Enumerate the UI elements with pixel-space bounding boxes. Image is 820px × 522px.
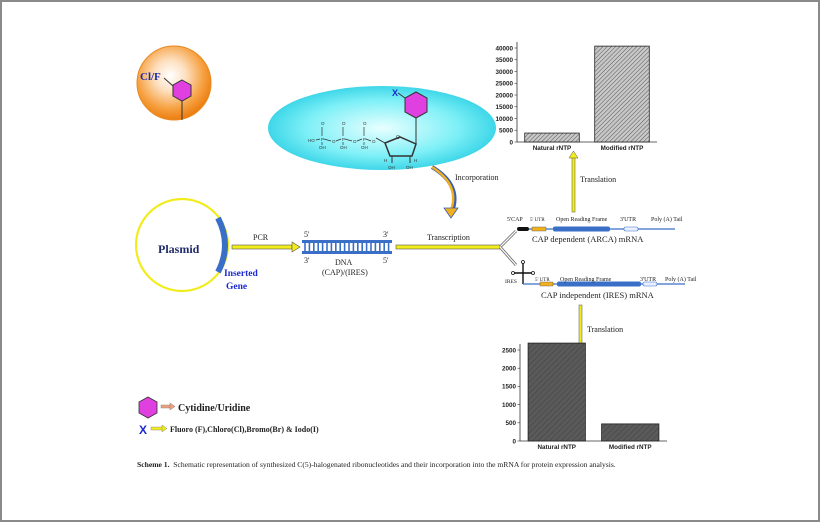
y-tick-label: 25000 [495, 81, 513, 88]
y-tick-label: 35000 [495, 57, 513, 64]
y-tick-label: 1500 [502, 384, 517, 391]
cap-5prime-label: 5'CAP [507, 217, 523, 223]
transcription-label: Transcription [427, 233, 470, 242]
hexagon-icon [172, 79, 192, 102]
inserted-gene-label-2: Gene [226, 282, 247, 292]
plasmid: Plasmid Inserted Gene [134, 197, 258, 293]
y-tick-label: 5000 [499, 128, 514, 135]
y-tick-label: 2000 [502, 366, 517, 373]
pcr-arrow: PCR [231, 233, 301, 253]
x-tick-label: Natural rNTP [538, 444, 577, 451]
ires-utr3-label: 3'UTR [640, 277, 656, 283]
cap-utr5-label: 5' UTR [530, 218, 545, 223]
legend-x-arrow-icon [150, 424, 168, 433]
cap-dependent-mrna: 5'CAP 5' UTR Open Reading Frame 3'UTR Po… [507, 216, 683, 244]
cap-independent-title: CAP independent (IRES) mRNA [541, 290, 655, 300]
dna-label: DNA [335, 258, 353, 267]
y-tick-label: 0 [512, 438, 516, 445]
ires-label: IRES [505, 279, 517, 285]
caption-label: Scheme 1. [137, 460, 170, 469]
svg-text:OH: OH [406, 165, 413, 170]
svg-text:O: O [396, 135, 400, 141]
nucleotide-oval: X O H H OH OH HO P O OH O P O OH O P O OH O [268, 86, 496, 170]
svg-text:OH: OH [361, 145, 368, 150]
y-tick-label: 0 [509, 139, 513, 146]
ires-mrna: IRES 5' UTR Open Reading Frame 3'UTR Pol… [505, 260, 697, 300]
ires-utr5-label: 5' UTR [535, 278, 550, 283]
caption-text: Schematic representation of synthesized … [173, 460, 616, 469]
y-tick-label: 20000 [495, 92, 513, 99]
svg-text:P: P [363, 137, 366, 142]
translation-label-top: Translation [580, 175, 616, 184]
transcription-arrow: Transcription [395, 229, 518, 266]
svg-text:H: H [384, 158, 387, 163]
nucleobase-hexagon-icon [404, 91, 428, 119]
halogenated-base-ball: Cl/F [136, 45, 212, 121]
svg-text:P: P [321, 137, 324, 142]
legend-x-symbol: X [139, 423, 147, 437]
svg-text:O: O [342, 121, 346, 126]
dna-ladder: 5' 3' 3' 5' DNA (CAP)/(IRES) [302, 230, 392, 277]
cap-dependent-title: CAP dependent (ARCA) mRNA [532, 234, 644, 244]
ires-polya-label: Poly (A) Tail [665, 276, 697, 283]
svg-text:O: O [363, 121, 367, 126]
svg-text:H: H [414, 158, 417, 163]
svg-text:O: O [353, 139, 357, 144]
ires-orf-label: Open Reading Frame [560, 277, 612, 283]
svg-text:O: O [372, 139, 376, 144]
svg-text:P: P [342, 137, 345, 142]
legend-x-label: Fluoro (F),Chloro(Cl),Bromo(Br) & Iodo(I… [170, 425, 319, 434]
legend-hexagon-label: Cytidine/Uridine [178, 403, 251, 414]
svg-text:OH: OH [319, 145, 326, 150]
x-tick-label: Modified rNTP [609, 444, 652, 451]
y-tick-label: 40000 [495, 45, 513, 52]
figure-caption: Scheme 1. Schematic representation of sy… [137, 460, 777, 469]
dna-5prime-bottom: 5' [383, 256, 389, 265]
y-tick-label: 10000 [495, 116, 513, 123]
cap-utr3-label: 3'UTR [620, 217, 636, 223]
y-tick-label: 1000 [502, 402, 517, 409]
legend: Cytidine/Uridine X Fluoro (F),Chloro(Cl)… [138, 396, 319, 437]
dna-cap-ires-label: (CAP)/(IRES) [322, 268, 368, 277]
dna-3prime-top: 3' [383, 230, 389, 239]
cap-polya-label: Poly (A) Tail [651, 216, 683, 223]
svg-text:HO: HO [308, 138, 315, 143]
x-substituent-label: X [392, 88, 398, 98]
pcr-label: PCR [253, 233, 269, 242]
x-tick-label: Natural rNTP [533, 145, 572, 152]
bar-chart-cap-dependent: 0 5000 10000 15000 20000 25000 30000 35000 40000… [495, 42, 657, 152]
x-tick-label: Modified rNTP [601, 145, 644, 152]
y-tick-label: 30000 [495, 69, 513, 76]
dna-3prime-bottom: 3' [304, 256, 310, 265]
svg-text:OH: OH [388, 165, 395, 170]
bar-modified-rntp [594, 45, 650, 143]
translation-arrow-up: Translation [568, 150, 616, 213]
y-tick-label: 500 [505, 420, 516, 427]
translation-label-bottom: Translation [587, 325, 623, 334]
y-tick-label: 15000 [495, 104, 513, 111]
plasmid-label: Plasmid [158, 242, 200, 256]
bar-modified-rntp [601, 423, 660, 442]
y-tick-label: 2500 [502, 347, 517, 354]
cap-orf-label: Open Reading Frame [556, 217, 608, 223]
inserted-gene-label-1: Inserted [224, 269, 258, 279]
halogen-label: Cl/F [140, 71, 161, 83]
bar-natural-rntp [524, 132, 580, 143]
legend-arrow-icon [160, 402, 176, 411]
dna-5prime-top: 5' [304, 230, 310, 239]
svg-text:OH: OH [340, 145, 347, 150]
bar-natural-rntp [527, 342, 586, 442]
legend-hexagon-icon [138, 396, 158, 419]
incorporation-arrow: Incorporation [430, 165, 499, 219]
svg-text:O: O [321, 121, 325, 126]
svg-text:O: O [332, 139, 336, 144]
incorporation-label: Incorporation [455, 173, 499, 182]
